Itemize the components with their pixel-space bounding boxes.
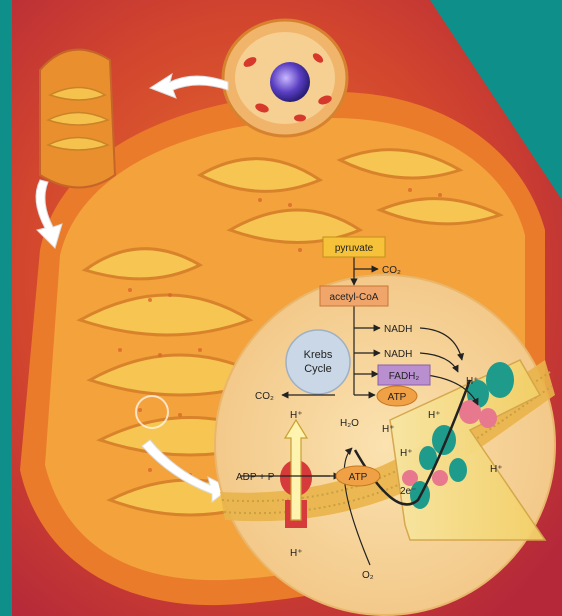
cell-with-nucleus [223,20,347,136]
h2o-label: H₂O [340,418,359,429]
nadh-label-1: NADH [384,324,412,335]
co2-top-label: CO₂ [382,265,401,276]
h-plus-right-label-1: H⁺ [428,410,441,421]
acetyl-coa-label: acetyl-CoA [330,292,379,303]
h-plus-channel-top-label: H⁺ [466,376,479,387]
adp-p-label: ADP + P [236,472,275,483]
atp-synthase-label: ATP [349,472,368,483]
pyruvate-label: pyruvate [335,243,374,254]
krebs-cycle-circle [286,330,350,394]
h-plus-mid-label: H⁺ [382,424,395,435]
atp-krebs-label: ATP [388,392,407,403]
h-plus-right-label-2: H⁺ [400,448,413,459]
krebs-label-line1: Krebs [304,349,333,361]
h-plus-top-label: H⁺ [290,410,303,421]
small-mitochondrion [40,50,115,188]
krebs-label-line2: Cycle [304,363,332,375]
co2-left-label: CO₂ [255,391,274,402]
two-electrons-label: 2e⁻ [400,486,416,497]
nucleus [270,62,310,102]
frame-left-edge [0,0,12,616]
fadh2-label: FADH₂ [389,371,420,382]
nadh-label-2: NADH [384,349,412,360]
o2-label: O₂ [362,570,374,581]
h-plus-bottom-label: H⁺ [290,548,303,559]
h-plus-right-label-3: H⁺ [490,464,503,475]
